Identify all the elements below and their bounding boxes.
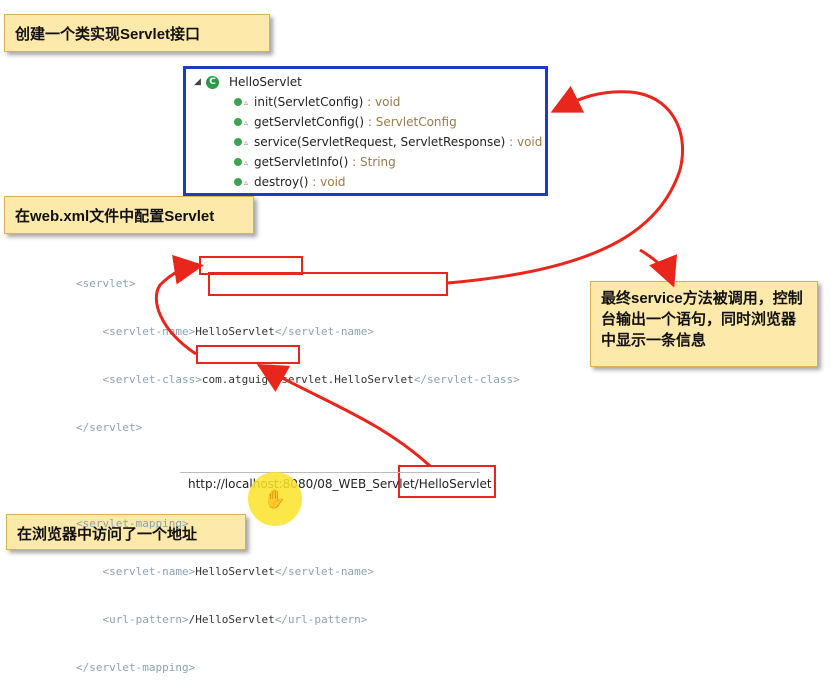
abstract-marker-icon: ▵ — [244, 117, 249, 127]
method-return-type: : String — [352, 155, 396, 169]
xml-tag: <url-pattern> — [76, 613, 189, 626]
arrow-mapping-to-servlet-name — [154, 254, 204, 356]
public-method-icon — [234, 118, 242, 126]
arrow-url-to-mapping — [256, 364, 432, 468]
class-outline-panel: ◢ C HelloServlet ▵ init(ServletConfig) :… — [183, 66, 548, 196]
method-return-type: : ServletConfig — [367, 115, 457, 129]
abstract-marker-icon: ▵ — [244, 137, 249, 147]
xml-line: <servlet> — [76, 276, 520, 292]
public-method-icon — [234, 138, 242, 146]
collapse-triangle-icon[interactable]: ◢ — [194, 77, 201, 87]
xml-tag: </url-pattern> — [274, 613, 368, 626]
hand-cursor-icon: ✋ — [248, 472, 302, 526]
callout-service-called: 最终service方法被调用，控制台输出一个语句，同时浏览器中显示一条信息 — [590, 281, 818, 367]
xml-tag: <servlet> — [76, 277, 136, 290]
browser-url[interactable]: http://localhost:8080/08_WEB_Servlet/Hel… — [188, 477, 492, 491]
class-icon: C — [206, 75, 219, 89]
method-row[interactable]: ▵ init(ServletConfig) : void — [234, 95, 400, 109]
url-prefix: http://localhost:8080/08_WEB_Servlet — [188, 477, 415, 491]
xml-tag: </servlet-name> — [274, 325, 375, 338]
url-path-highlight — [398, 465, 496, 498]
method-row[interactable]: ▵ service(ServletRequest, ServletRespons… — [234, 135, 542, 149]
class-row[interactable]: ◢ C HelloServlet — [194, 75, 302, 89]
arrow-class-to-service — [447, 85, 685, 285]
xml-line: </servlet> — [76, 420, 520, 436]
xml-line: <servlet-mapping> — [76, 516, 520, 532]
xml-line: <servlet-name>HelloServlet</servlet-name… — [76, 324, 520, 340]
url-pattern-value: /HelloServlet — [188, 613, 275, 626]
url-pattern-highlight — [196, 345, 300, 364]
abstract-marker-icon: ▵ — [244, 97, 249, 107]
servlet-class-value: com.atguigu.servlet.HelloServlet — [201, 373, 414, 386]
xml-line: <servlet-name>HelloServlet</servlet-name… — [76, 564, 520, 580]
method-row[interactable]: ▵ getServletInfo() : String — [234, 155, 396, 169]
public-method-icon — [234, 158, 242, 166]
servlet-name-value: HelloServlet — [195, 325, 275, 338]
mapping-servlet-name-value: HelloServlet — [195, 565, 275, 578]
method-signature: service(ServletRequest, ServletResponse) — [254, 135, 506, 149]
flow-arrows — [154, 85, 685, 468]
class-name: HelloServlet — [229, 75, 302, 89]
method-signature: getServletInfo() — [254, 155, 349, 169]
xml-tag: </servlet-class> — [413, 373, 520, 386]
callout-configure-webxml: 在web.xml文件中配置Servlet — [4, 196, 254, 234]
xml-tag: <servlet-mapping> — [76, 517, 189, 530]
xml-tag: <servlet-name> — [76, 565, 196, 578]
abstract-marker-icon: ▵ — [244, 157, 249, 167]
method-signature: destroy() — [254, 175, 309, 189]
callout-browser-access: 在浏览器中访问了一个地址 — [6, 514, 246, 550]
xml-line: </servlet-mapping> — [76, 660, 520, 676]
xml-tag: </servlet> — [76, 421, 143, 434]
xml-tag: </servlet-mapping> — [76, 661, 196, 674]
method-row[interactable]: ▵ getServletConfig() : ServletConfig — [234, 115, 457, 129]
method-signature: getServletConfig() — [254, 115, 365, 129]
callout-create-class: 创建一个类实现Servlet接口 — [4, 14, 270, 52]
xml-tag: </servlet-name> — [274, 565, 375, 578]
xml-line: <url-pattern>/HelloServlet</url-pattern> — [76, 612, 520, 628]
method-return-type: : void — [367, 95, 401, 109]
abstract-marker-icon: ▵ — [244, 177, 249, 187]
browser-address-bar[interactable]: http://localhost:8080/08_WEB_Servlet/Hel… — [180, 472, 492, 495]
method-return-type: : void — [509, 135, 543, 149]
xml-tag: <servlet-class> — [76, 373, 202, 386]
method-return-type: : void — [312, 175, 346, 189]
url-path: /HelloServlet — [414, 477, 492, 491]
public-method-icon — [234, 98, 242, 106]
servlet-class-highlight — [208, 272, 448, 296]
public-method-icon — [234, 178, 242, 186]
arrow-service-to-callout — [639, 248, 678, 288]
method-signature: init(ServletConfig) — [254, 95, 364, 109]
xml-line: <servlet-class>com.atguigu.servlet.Hello… — [76, 372, 520, 388]
method-row[interactable]: ▵ destroy() : void — [234, 175, 346, 189]
